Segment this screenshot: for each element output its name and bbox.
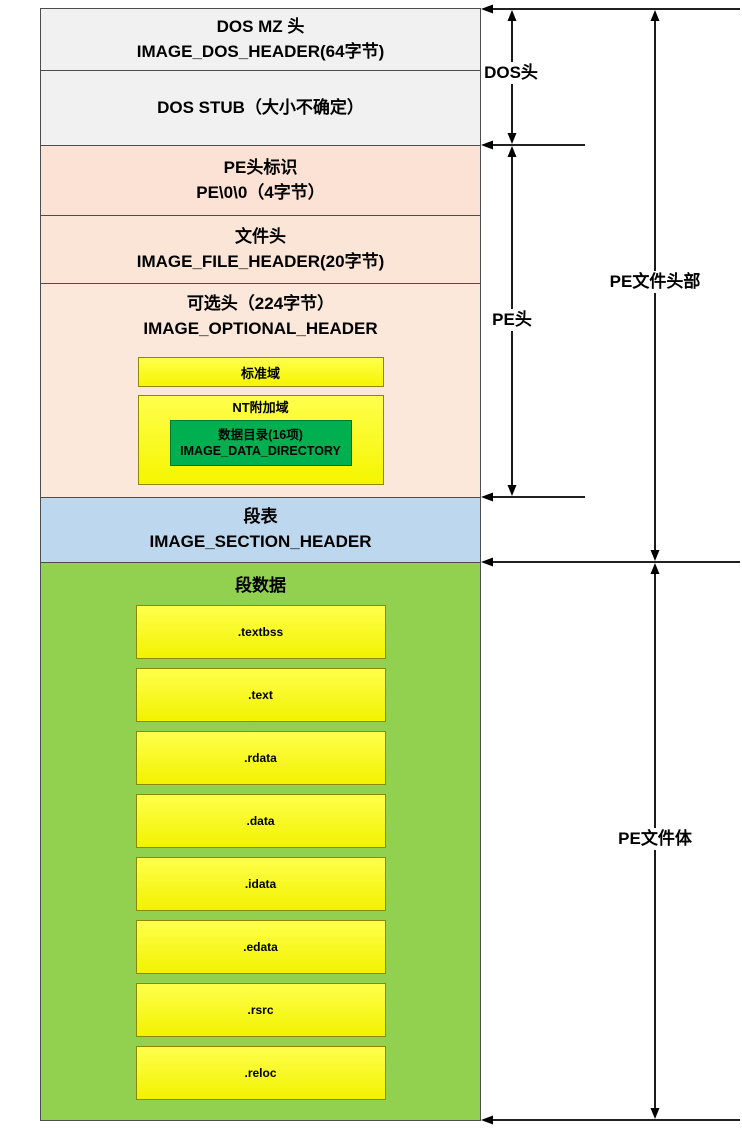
label-pe-header: PE头 [486, 309, 538, 332]
dimension-lines [481, 4, 740, 1125]
pe-signature-subtitle: PE\0\0（4字节） [196, 182, 325, 202]
block-section-data: 段数据 .textbss .text .rdata .data .idata .… [41, 563, 480, 1120]
boundary-lines [491, 8, 740, 1121]
data-directory-title: 数据目录(16项) [218, 427, 303, 442]
section-box-data: .data [135, 794, 386, 848]
dos-mz-title: DOS MZ 头 [216, 16, 305, 36]
block-file-header: 文件头 IMAGE_FILE_HEADER(20字节) [41, 216, 480, 284]
section-box-text: .text [135, 668, 386, 722]
block-optional-header: 可选头（224字节） IMAGE_OPTIONAL_HEADER 标准域 NT附… [41, 284, 480, 498]
label-pe-file-header: PE文件头部 [599, 271, 711, 294]
dos-mz-subtitle: IMAGE_DOS_HEADER(64字节) [136, 41, 385, 61]
file-header-subtitle: IMAGE_FILE_HEADER(20字节) [136, 251, 385, 271]
section-box-edata: .edata [135, 920, 386, 974]
section-box-rsrc: .rsrc [135, 983, 386, 1037]
block-section-table: 段表 IMAGE_SECTION_HEADER [41, 498, 480, 563]
block-nt-additional-fields: NT附加域 数据目录(16项) IMAGE_DATA_DIRECTORY [137, 395, 384, 486]
dos-stub-title: DOS STUB（大小不确定） [157, 97, 364, 117]
section-table-subtitle: IMAGE_SECTION_HEADER [149, 532, 372, 551]
pe-signature-title: PE头标识 [223, 157, 298, 177]
block-pe-signature: PE头标识 PE\0\0（4字节） [41, 146, 480, 216]
section-box-rdata: .rdata [135, 731, 386, 785]
label-pe-file-body: PE文件体 [608, 828, 702, 851]
block-dos-stub: DOS STUB（大小不确定） [41, 71, 480, 146]
pe-structure-column: DOS MZ 头 IMAGE_DOS_HEADER(64字节) DOS STUB… [40, 8, 481, 1121]
section-box-textbss: .textbss [135, 605, 386, 659]
section-box-idata: .idata [135, 857, 386, 911]
optional-header-title: 可选头（224字节） [186, 294, 335, 313]
block-dos-mz-header: DOS MZ 头 IMAGE_DOS_HEADER(64字节) [41, 9, 480, 71]
left-arrowheads [481, 4, 493, 1125]
label-dos-header: DOS头 [484, 62, 538, 85]
block-data-directory: 数据目录(16项) IMAGE_DATA_DIRECTORY [169, 420, 352, 467]
section-table-title: 段表 [243, 507, 278, 527]
optional-header-subtitle: IMAGE_OPTIONAL_HEADER [143, 318, 378, 338]
nt-fields-label: NT附加域 [232, 400, 289, 416]
block-standard-fields: 标准域 [137, 357, 384, 388]
section-data-label: 段数据 [235, 576, 286, 595]
file-header-title: 文件头 [235, 226, 286, 246]
section-box-reloc: .reloc [135, 1046, 386, 1100]
data-directory-subtitle: IMAGE_DATA_DIRECTORY [180, 444, 341, 459]
